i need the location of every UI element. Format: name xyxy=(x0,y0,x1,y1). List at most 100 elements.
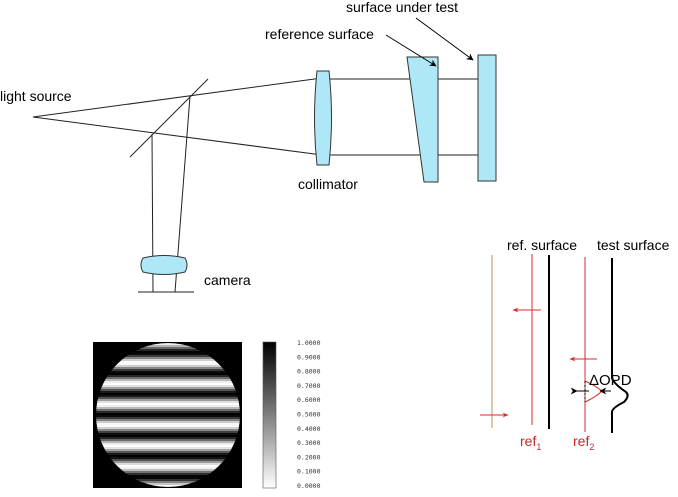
fringe-band xyxy=(96,393,240,395)
fringe-band xyxy=(96,423,240,425)
fringe-band xyxy=(96,429,240,431)
fringe-band xyxy=(96,455,240,457)
fringe-band xyxy=(96,415,240,417)
fringe-band xyxy=(96,451,240,453)
fringe-band xyxy=(96,363,240,365)
test-surface-label: test surface xyxy=(597,237,670,253)
fringe-band xyxy=(96,405,240,407)
fringe-band xyxy=(96,435,240,437)
colorbar-tick-label: 0.3000 xyxy=(297,439,321,447)
test-flat xyxy=(477,54,497,182)
camera-label: camera xyxy=(204,272,251,288)
fringe-band xyxy=(96,399,240,401)
fringe-band xyxy=(96,473,240,475)
colorbar-tick-label: 0.2000 xyxy=(297,453,321,461)
fringe-band xyxy=(96,443,240,445)
fringe-band xyxy=(96,481,240,483)
reference-surface-label: reference surface xyxy=(265,26,374,42)
colorbar-tick-label: 0.9000 xyxy=(297,353,321,361)
surface-under-test-arrow xyxy=(415,17,474,61)
fringe-band xyxy=(96,371,240,373)
fringe-band xyxy=(96,367,240,369)
fringe-band xyxy=(96,445,240,447)
surface-detail: ref. surface test surface ΔOPD ref1 ref2 xyxy=(480,237,670,452)
fringe-band xyxy=(96,475,240,477)
fringe-band xyxy=(96,485,240,487)
fringe-band xyxy=(96,383,240,385)
test-surface-line xyxy=(611,258,629,433)
fringe-band xyxy=(96,353,240,355)
fringe-band xyxy=(96,421,240,423)
fringe-band xyxy=(96,355,240,357)
fringe-band xyxy=(96,369,240,371)
fringe-band xyxy=(96,427,240,429)
colorbar: 1.00000.90000.80000.70000.60000.50000.40… xyxy=(262,339,321,490)
colorbar-tick-label: 0.0000 xyxy=(297,482,321,490)
fringe-band xyxy=(96,407,240,409)
fringe-band xyxy=(96,351,240,353)
fringe-band xyxy=(96,389,240,391)
collimator-lens xyxy=(314,70,332,166)
fringe-pattern xyxy=(93,342,242,488)
fringe-band xyxy=(96,361,240,363)
camera-lens xyxy=(140,255,188,275)
fringe-band xyxy=(96,453,240,455)
fringe-band xyxy=(96,365,240,367)
fringe-band xyxy=(96,411,240,413)
fringe-band xyxy=(96,477,240,479)
fringe-band xyxy=(96,449,240,451)
colorbar-tick-label: 0.6000 xyxy=(297,396,321,404)
fringe-band xyxy=(96,431,240,433)
ref-surface-label: ref. surface xyxy=(507,237,577,253)
optical-setup: light source camera collimator reference… xyxy=(0,0,497,293)
beam-splitter xyxy=(129,78,209,158)
fringe-band xyxy=(96,375,240,377)
fringe-band xyxy=(96,457,240,459)
fringe-band xyxy=(96,387,240,389)
reference-flat xyxy=(406,56,439,183)
fringe-band xyxy=(96,441,240,443)
fringe-band xyxy=(96,381,240,383)
fringe-band xyxy=(96,483,240,485)
ref1-label: ref1 xyxy=(520,433,541,452)
colorbar-tick-label: 0.8000 xyxy=(297,368,321,376)
ray-upper xyxy=(32,77,323,118)
ref2-label: ref2 xyxy=(573,433,594,452)
fringe-band xyxy=(96,343,240,345)
fringe-band xyxy=(96,417,240,419)
fringe-band xyxy=(96,479,240,481)
fringe-band xyxy=(96,469,240,471)
fringe-band xyxy=(96,437,240,439)
colorbar-tick-label: 0.7000 xyxy=(297,382,321,390)
fringe-band xyxy=(96,467,240,469)
fringe-band xyxy=(96,425,240,427)
fringe-band xyxy=(96,377,240,379)
fringe-band xyxy=(96,433,240,435)
fringe-band xyxy=(96,403,240,405)
fringe-band xyxy=(96,413,240,415)
fringe-band xyxy=(96,395,240,397)
fringe-band xyxy=(96,345,240,347)
reference-surface-arrow xyxy=(385,34,437,67)
fringe-band xyxy=(96,373,240,375)
fringe-band xyxy=(96,357,240,359)
surface-under-test-label: surface under test xyxy=(346,0,458,15)
colorbar-tick-label: 0.4000 xyxy=(297,425,321,433)
fringe-band xyxy=(96,349,240,351)
fringe-band xyxy=(96,409,240,411)
fringe-band xyxy=(96,359,240,361)
fringe-band xyxy=(96,397,240,399)
fringe-band xyxy=(96,471,240,473)
delta-opd-label: ΔOPD xyxy=(589,372,632,389)
fringe-band xyxy=(96,391,240,393)
fringe-band xyxy=(96,419,240,421)
fringe-band xyxy=(96,385,240,387)
fringe-band xyxy=(96,401,240,403)
collimator-label: collimator xyxy=(298,176,358,192)
fringe-band xyxy=(96,347,240,349)
fringe-band xyxy=(96,379,240,381)
fringe-band xyxy=(96,465,240,467)
fringe-band xyxy=(96,447,240,449)
fringe-band xyxy=(96,461,240,463)
